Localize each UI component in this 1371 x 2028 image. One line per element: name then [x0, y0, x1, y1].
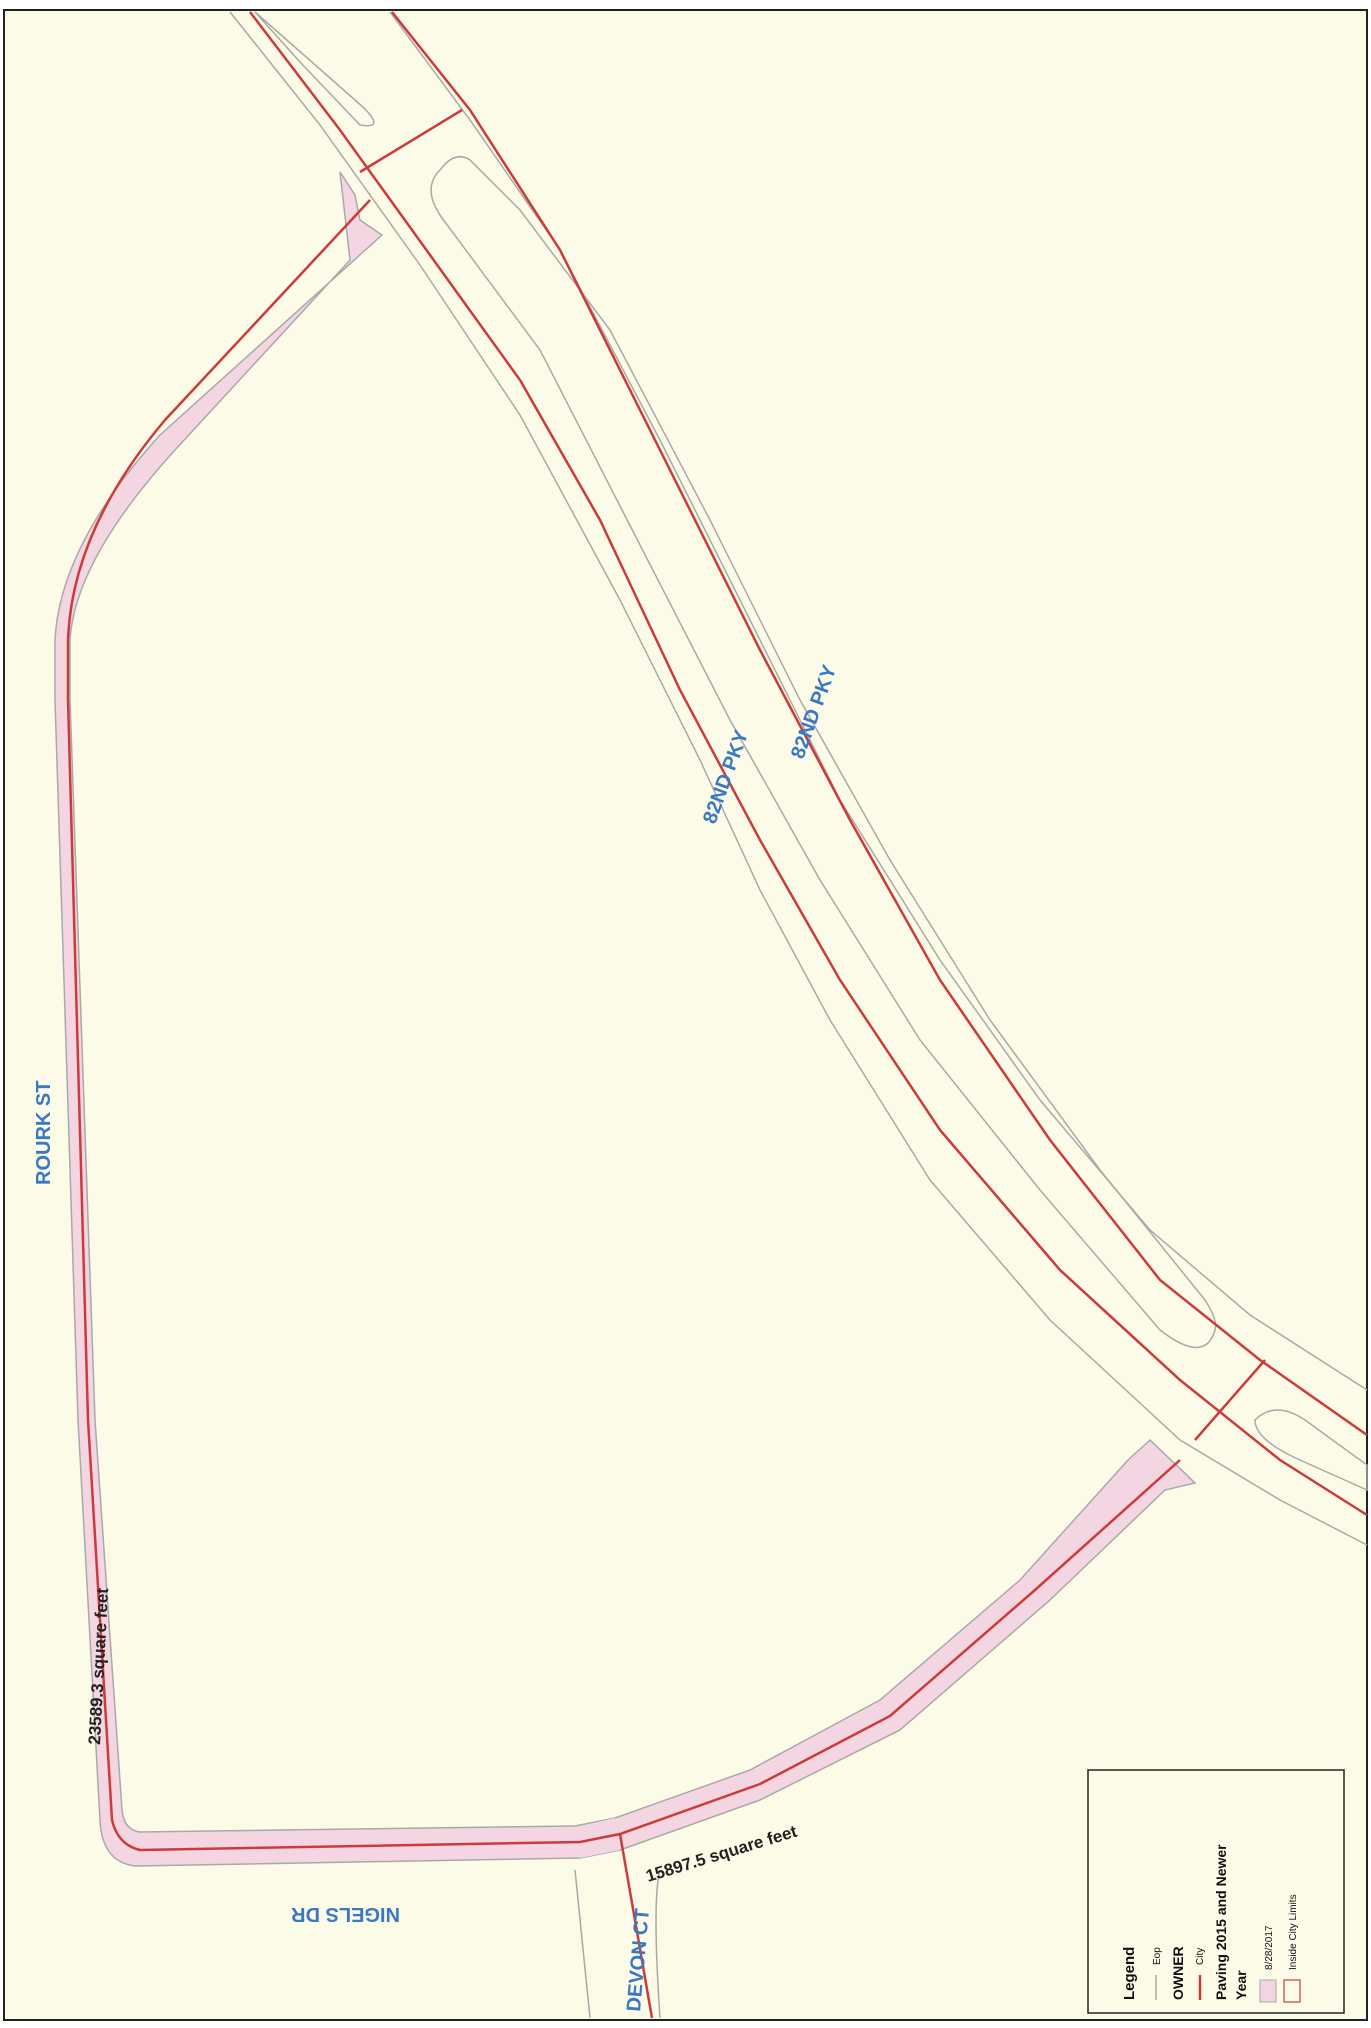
pky-cross-lower [1194, 1359, 1266, 1441]
legend-city-label: City [1195, 1948, 1206, 1965]
legend-year-heading: Year [1233, 1970, 1249, 2000]
legend-title: Legend [1121, 1947, 1138, 2000]
legend-date-label: 8/28/2017 [1264, 1925, 1275, 1970]
pky-centerline-east [391, 11, 1368, 1437]
legend-limits-label: Inside City Limits [1288, 1894, 1299, 1970]
devon-centerline [618, 1833, 654, 2019]
legend-eop-label: Eop [1152, 1947, 1163, 1965]
legend-paving-swatch [1259, 1979, 1277, 2003]
city-centerlines [66, 11, 1368, 2019]
street-label-nigels: NIGELS DR [291, 1903, 400, 1925]
street-label-rourk: ROURK ST [33, 1081, 55, 1185]
pky-cross-upper [359, 108, 463, 174]
map-border [3, 9, 1368, 2021]
legend-limits-swatch [1283, 1979, 1301, 2003]
pky-centerline-west [249, 11, 1368, 1517]
legend-owner-heading: OWNER [1170, 1946, 1186, 2000]
rourk-centerline [66, 199, 1181, 1852]
legend-paving-heading: Paving 2015 and Newer [1213, 1844, 1229, 2000]
legend: Legend Eop OWNER City Paving 2015 and Ne… [1087, 1769, 1345, 2014]
paving-rourk-nigels [54, 171, 1197, 1867]
legend-box [1087, 1769, 1345, 2014]
